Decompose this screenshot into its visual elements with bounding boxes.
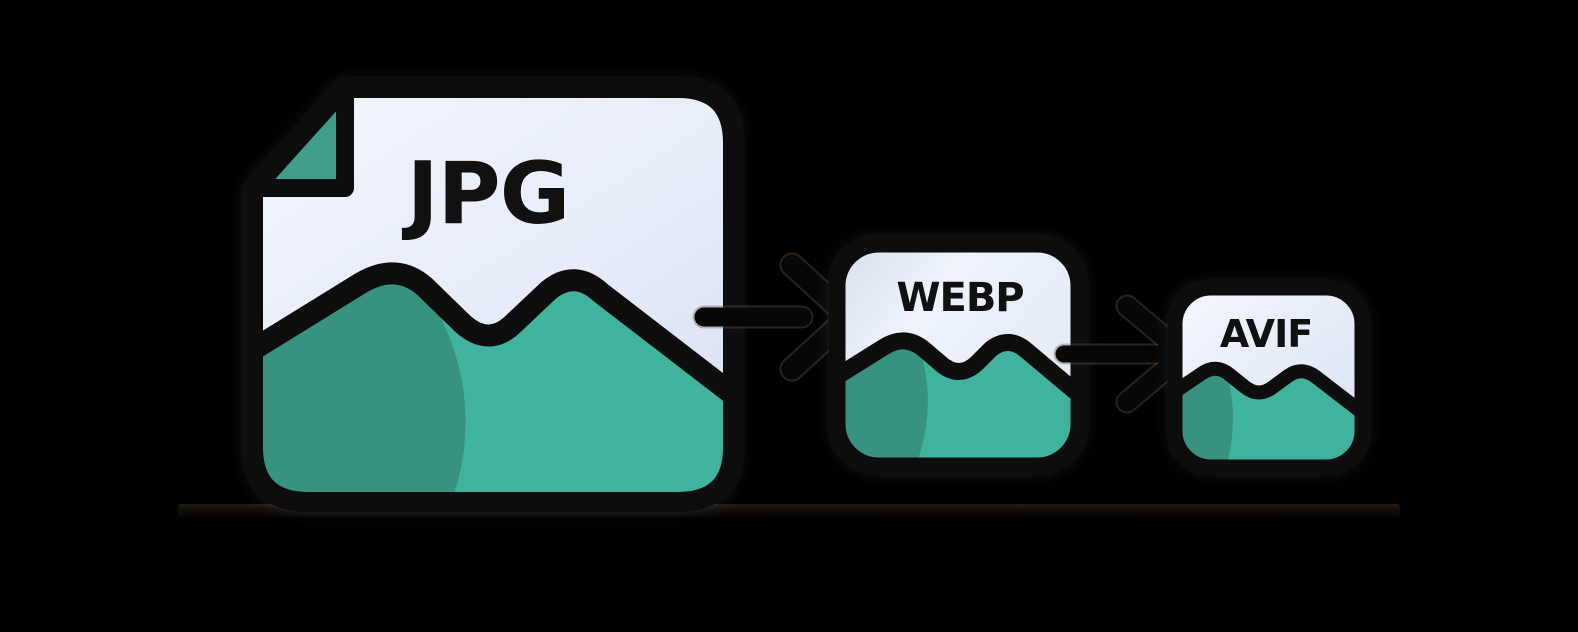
mountain-graphic [837,332,1079,466]
format-label: AVIF [1220,312,1312,356]
paper-outline [1167,280,1370,475]
jpg-file-icon: JPG [243,78,743,512]
avif-file-icon: AVIF [1167,280,1370,475]
format-label: WEBP [896,275,1023,321]
mountain-graphic [253,262,733,502]
webp-file-icon: WEBP [828,235,1088,475]
format-label: JPG [402,144,570,244]
paper-outline [243,78,743,512]
folded-corner [246,79,354,197]
